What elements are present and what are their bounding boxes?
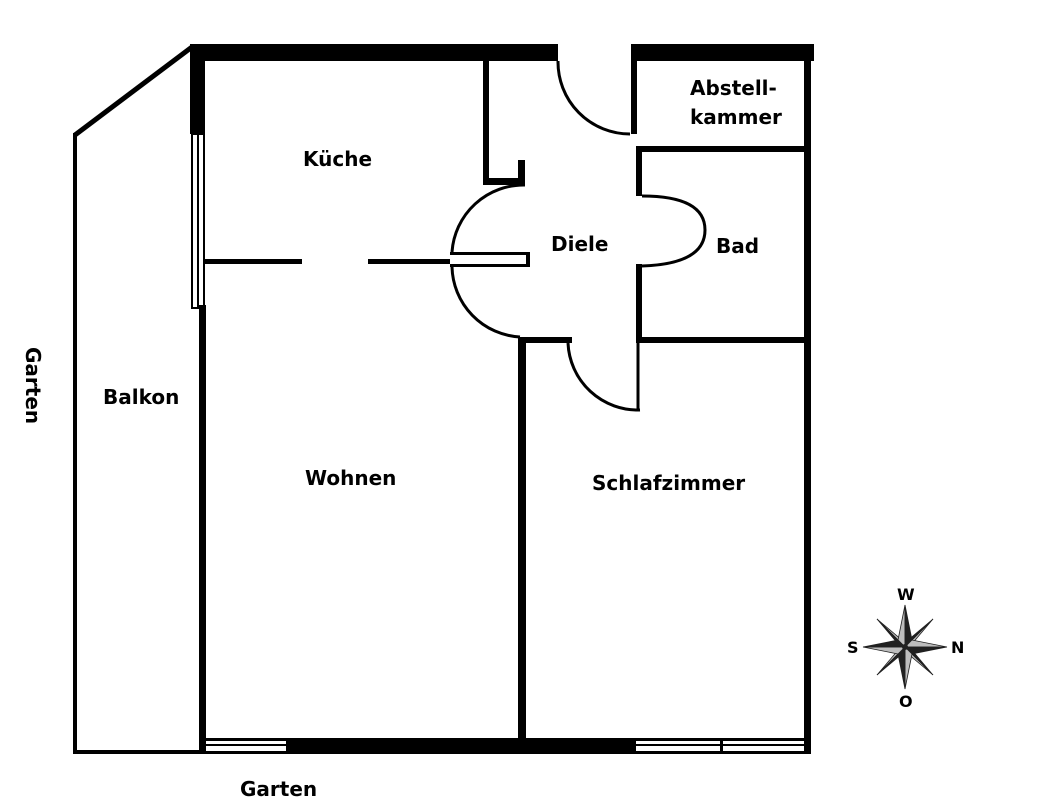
balcony-left-wall [73,133,77,754]
label-abstellkammer-2: kammer [690,105,782,129]
bottom-window-left-inner [200,751,288,754]
label-wohnen: Wohnen [305,466,396,490]
kitchen-divider-left [205,259,302,264]
kitchen-hall-wall-end [518,160,525,185]
label-garden-west: Garten [21,347,45,424]
kitchen-divider-door-bottom [450,264,530,267]
walls [73,44,814,754]
label-abstellkammer-1: Abstell- [690,76,777,100]
label-diele: Diele [551,232,608,256]
living-door-arc [450,266,521,339]
compass-label-s: S [847,638,859,657]
label-bad: Bad [716,234,759,258]
compass-label-n: N [951,638,964,657]
label-kueche: Küche [303,147,372,171]
storage-left-wall [631,44,637,134]
bedroom-door-arc [566,342,641,412]
kitchen-divider-door-top [450,252,530,255]
bottom-window-left-mid [200,744,288,746]
top-wall-right [636,44,814,61]
doors [450,60,707,412]
left-wall-lower [199,305,206,753]
bath-left-wall-lower [636,264,642,342]
label-garden-south: Garten [240,777,317,801]
surrounding-labels: Garten Garten [21,347,317,801]
entrance-door-arc [556,60,631,136]
kitchen-hall-wall [483,58,489,185]
kitchen-divider-door-end [526,252,530,267]
kitchen-divider-right [368,259,450,264]
top-wall-left [190,44,558,61]
right-wall [804,44,811,754]
left-wall-upper [190,44,205,134]
label-balkon: Balkon [103,385,179,409]
kitchen-door-arc [450,183,526,253]
windows [73,45,205,309]
storage-bath-wall [636,146,808,152]
living-bedroom-wall [518,337,526,740]
bath-left-wall-upper [636,146,642,196]
balcony-diagonal [73,45,194,137]
label-schlafzimmer: Schlafzimmer [592,471,745,495]
compass-label-w: W [897,585,915,604]
bottom-window-left-outer [200,738,288,741]
room-labels: Küche Diele Bad Abstell- kammer Balkon W… [103,76,782,495]
bottom-wall [286,738,636,754]
bedroom-top-wall-left [518,337,572,343]
kitchen-hall-wall-foot [483,178,525,185]
compass-label-o: O [899,692,913,711]
compass-center [902,644,908,650]
bottom-window-right-divider [720,738,723,754]
bath-bedroom-wall [636,337,808,343]
compass-rose: W S N O [847,585,964,711]
compass-main-points [862,604,948,690]
bath-door-arc [641,194,707,268]
balcony-bottom [73,750,201,754]
